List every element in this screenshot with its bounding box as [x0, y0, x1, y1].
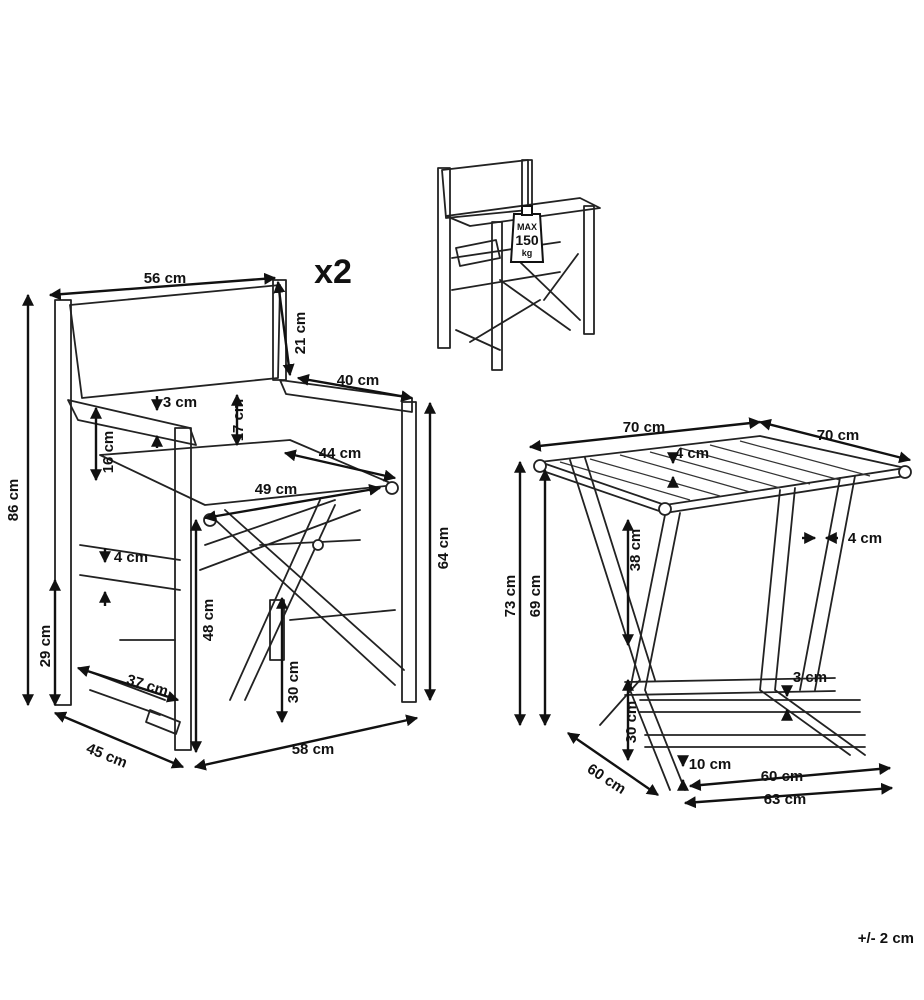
table-rung-gap-label: 3 cm [793, 669, 827, 686]
chair-rung-height-label: 29 cm [37, 625, 54, 668]
chair-width-top-label: 56 cm [144, 270, 187, 287]
table-outer-width-label: 63 cm [764, 791, 807, 808]
chair-back-height-label: 21 cm [292, 312, 309, 355]
table-inner-height-label: 69 cm [527, 575, 544, 618]
table-top-depth-label: 70 cm [817, 427, 860, 444]
max-weight-badge: MAX 150 kg [509, 205, 545, 263]
table-dimensions [514, 417, 912, 809]
chair-depth-top-label: 40 cm [337, 372, 380, 389]
table-total-height-label: 73 cm [502, 575, 519, 618]
chair-seat-width-label: 49 cm [255, 481, 298, 498]
chair-arm-height-label: 64 cm [435, 527, 452, 570]
badge-unit: kg [522, 248, 533, 258]
badge-max-value: 150 [515, 232, 539, 248]
quantity-multiplier: x2 [314, 253, 352, 291]
chair-labels: 56 cm 21 cm 40 cm 3 cm 17 cm 16 cm 44 cm… [5, 253, 452, 772]
chair-armrest-gap-label: 3 cm [163, 394, 197, 411]
chair-base-depth-label: 45 cm [84, 740, 130, 772]
chair-rung-gap-label: 4 cm [114, 549, 148, 566]
chair-total-height-label: 86 cm [5, 479, 22, 522]
table-inner-width-label: 60 cm [761, 768, 804, 785]
chair-seat-height-label: 48 cm [200, 599, 217, 642]
chair-dimensions [22, 272, 436, 771]
chair-base-width-label: 58 cm [292, 741, 335, 758]
small-chair-illustration [437, 159, 601, 371]
badge-max-label: MAX [517, 222, 537, 232]
table-shelf-height-label: 30 cm [623, 701, 640, 744]
table-drawing [533, 435, 912, 791]
chair-back-lower-label: 16 cm [100, 431, 117, 474]
table-frame-width-label: 4 cm [848, 530, 882, 547]
chair-seat-depth-label: 44 cm [319, 445, 362, 462]
table-base-depth-label: 60 cm [584, 761, 629, 798]
table-foot-gap-label: 10 cm [689, 756, 732, 773]
table-top-width-label: 70 cm [623, 419, 666, 436]
chair-lower-rung-label: 30 cm [285, 661, 302, 704]
table-apron-height-label: 38 cm [627, 529, 644, 572]
tolerance-note: +/- 2 cm [857, 930, 914, 947]
chair-footrest-label: 37 cm [124, 671, 170, 700]
chair-drawing [54, 279, 417, 751]
table-slat-label: 4 cm [675, 445, 709, 462]
chair-armrest-height-label: 17 cm [230, 399, 247, 442]
